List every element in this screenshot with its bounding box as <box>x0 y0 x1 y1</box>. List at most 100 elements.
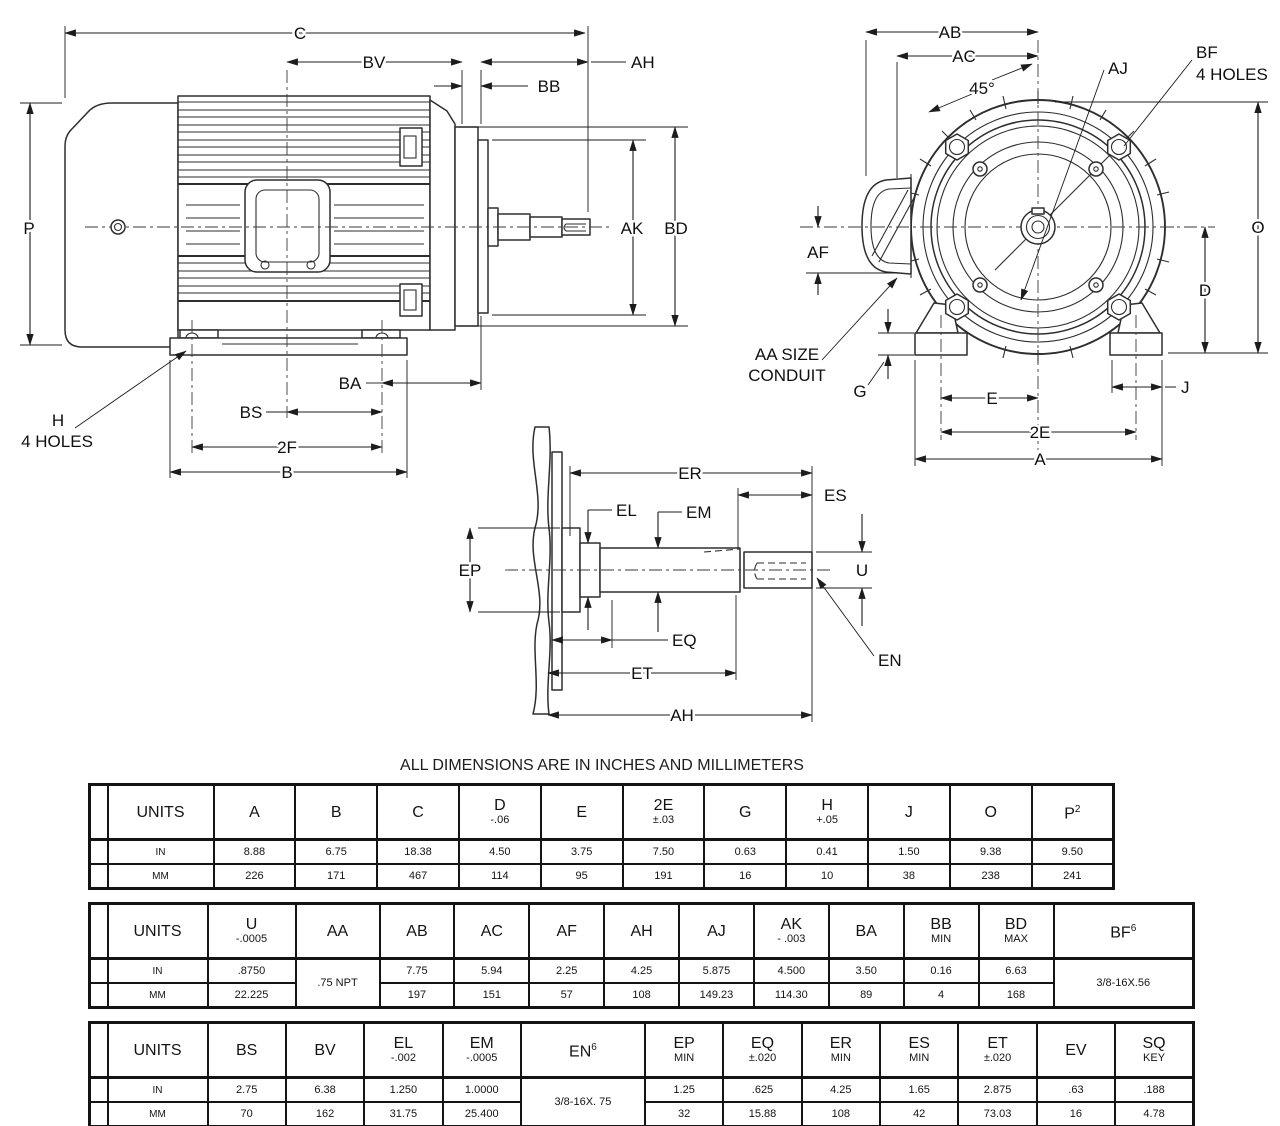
col-header: BS <box>206 1021 287 1079</box>
dim-label-en: EN <box>878 651 902 670</box>
col-header: EL-.002 <box>363 1021 444 1079</box>
dim-label-d: D <box>1199 281 1211 300</box>
dim-label-o: O <box>1251 218 1264 237</box>
spacer-cell <box>88 902 109 960</box>
spacer-cell <box>88 838 109 865</box>
value-cell: 467 <box>376 863 460 890</box>
value-cell: 4 <box>902 982 980 1009</box>
value-cell: 15.88 <box>722 1101 803 1126</box>
spacer-cell <box>88 783 109 841</box>
col-header: G <box>703 783 788 841</box>
value-cell: 151 <box>453 982 531 1009</box>
value-cell: 4.25 <box>800 1076 882 1103</box>
side-view-drawing: C BV BB AH P AK BD BA BS 2F B H 4 HOLES <box>19 22 691 485</box>
value-cell: 18.38 <box>376 838 460 865</box>
spacer-cell <box>88 957 109 984</box>
col-header: H+.05 <box>785 783 869 841</box>
value-cell-en: 3/8-16X. 75 <box>519 1076 646 1126</box>
value-cell: 10 <box>785 863 869 890</box>
unit-label: IN <box>106 957 209 984</box>
unit-label: MM <box>106 1101 209 1126</box>
value-cell: 238 <box>948 863 1033 890</box>
unit-label: IN <box>106 1076 209 1103</box>
value-cell: 1.25 <box>643 1076 725 1103</box>
table2-mm-row: MM 22.225 197 151 57 108 149.23 114.30 8… <box>88 982 1194 1009</box>
table3-mm-row: MM 70 162 31.75 25.400 32 15.88 108 42 7… <box>88 1101 1195 1126</box>
value-cell: 4.500 <box>752 957 830 984</box>
value-cell: 1.50 <box>867 838 951 865</box>
dim-label-af: AF <box>807 243 829 262</box>
value-cell: 31.75 <box>363 1101 444 1126</box>
value-cell-bf: 3/8-16X.56 <box>1052 957 1195 1009</box>
col-header: AC <box>453 902 531 960</box>
value-cell: 226 <box>212 863 297 890</box>
spacer-cell <box>88 863 109 890</box>
dim-label-ep: EP <box>459 561 482 580</box>
spacer-cell <box>88 1101 109 1126</box>
value-cell: 0.63 <box>703 838 788 865</box>
value-cell: 6.38 <box>284 1076 366 1103</box>
dim-label-2e: 2E <box>1030 423 1051 442</box>
value-cell: 6.63 <box>977 957 1055 984</box>
value-cell: 241 <box>1030 863 1115 890</box>
dim-label-bd: BD <box>664 219 688 238</box>
value-cell: 1.65 <box>879 1076 960 1103</box>
col-header: B <box>294 783 379 841</box>
table3-in-row: IN 2.75 6.38 1.250 1.0000 3/8-16X. 75 1.… <box>88 1076 1195 1126</box>
value-cell: 4.50 <box>457 838 542 865</box>
dim-label-h: H <box>52 411 64 430</box>
col-header: 2E±.03 <box>621 783 706 841</box>
dimension-table-1: UNITS A B C D-.06 E 2E±.03 G H+.05 J O P… <box>88 783 1115 890</box>
col-header: AA <box>294 902 381 960</box>
value-cell: 95 <box>539 863 624 890</box>
table2-header-row: UNITS U-.0005 AA AB AC AF AH AJ AK- .003… <box>88 902 1195 960</box>
value-cell: 1.0000 <box>441 1076 522 1103</box>
dimension-table-2: UNITS U-.0005 AA AB AC AF AH AJ AK- .003… <box>88 902 1195 1009</box>
dim-label-ba: BA <box>339 374 362 393</box>
value-cell: 16 <box>1035 1101 1117 1126</box>
table1-mm-row: MM 226 171 467 114 95 191 16 10 38 238 2… <box>88 863 1115 890</box>
dim-label-ah2: AH <box>670 706 694 725</box>
col-header: ET±.020 <box>957 1021 1038 1079</box>
dim-label-h-holes: 4 HOLES <box>21 432 93 451</box>
value-cell: 0.16 <box>902 957 980 984</box>
value-cell: 9.38 <box>948 838 1033 865</box>
value-cell: 168 <box>977 982 1055 1009</box>
value-cell: 114.30 <box>752 982 830 1009</box>
col-header: BA <box>827 902 905 960</box>
table2-in-row: IN .8750 .75 NPT 7.75 5.94 2.25 4.25 5.8… <box>88 957 1195 1009</box>
shaft-detail-drawing: ER ES EL EM EP U EQ ET AH EN <box>456 426 904 728</box>
dim-label-em: EM <box>686 503 712 522</box>
col-header: J <box>867 783 951 841</box>
dim-label-et: ET <box>631 664 653 683</box>
dim-label-bs: BS <box>240 403 263 422</box>
col-header: BV <box>284 1021 366 1079</box>
value-cell: 2.25 <box>528 957 606 984</box>
value-cell: 4.25 <box>603 957 680 984</box>
dim-label-es: ES <box>824 486 847 505</box>
col-header: E <box>539 783 624 841</box>
value-cell: 42 <box>879 1101 960 1126</box>
spacer-cell <box>88 1076 109 1103</box>
dim-label-45: 45° <box>969 79 995 98</box>
value-cell: 4.78 <box>1114 1101 1195 1126</box>
dim-label-bv: BV <box>363 53 386 72</box>
col-header: EQ±.020 <box>722 1021 803 1079</box>
value-cell: 108 <box>800 1101 882 1126</box>
unit-label: MM <box>106 982 209 1009</box>
value-cell: 3.75 <box>539 838 624 865</box>
value-cell: .188 <box>1114 1076 1195 1103</box>
value-cell: 38 <box>867 863 951 890</box>
col-header: AF <box>528 902 606 960</box>
value-cell: 108 <box>603 982 680 1009</box>
value-cell: 3.50 <box>827 957 905 984</box>
value-cell: 89 <box>827 982 905 1009</box>
col-header: AJ <box>678 902 755 960</box>
dim-label-er: ER <box>678 464 702 483</box>
unit-label: IN <box>106 838 215 865</box>
